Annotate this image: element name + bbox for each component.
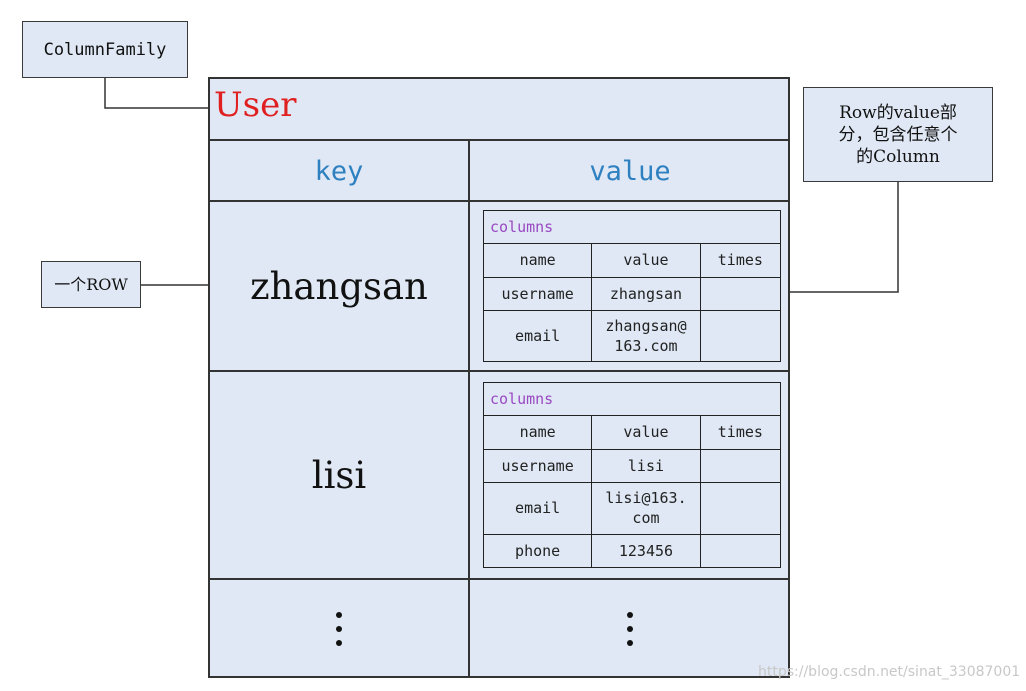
- column-name: username: [484, 448, 593, 483]
- watermark: https://blog.csdn.net/sinat_33087001: [758, 664, 1021, 680]
- row-key: zhangsan: [250, 264, 428, 308]
- table-title: User: [214, 85, 297, 125]
- column-row: phone 123456: [484, 533, 780, 567]
- column-divider: [468, 139, 470, 676]
- col-header-value: value: [591, 244, 701, 278]
- col-header-times: times: [699, 416, 780, 450]
- column-row: email lisi@163. com: [484, 481, 780, 535]
- column-times: [699, 276, 780, 311]
- column-value: zhangsan: [591, 276, 701, 311]
- column-value: zhangsan@ 163.com: [591, 309, 701, 361]
- divider: [210, 200, 788, 202]
- column-times: [699, 448, 780, 483]
- user-table: User key value zhangsan columns name val…: [208, 77, 790, 678]
- value-header: value: [589, 155, 671, 187]
- columns-table: name value times username lisi email lis…: [484, 416, 780, 567]
- columns-label: columns: [484, 383, 780, 416]
- column-row: username lisi: [484, 448, 780, 483]
- columnfamily-callout-text: ColumnFamily: [43, 39, 167, 60]
- more-values-ellipsis: [470, 579, 790, 678]
- columns-table: name value times username zhangsan email…: [484, 244, 780, 361]
- row-callout: 一个ROW: [41, 261, 141, 308]
- key-header: key: [314, 155, 364, 187]
- column-name: phone: [484, 533, 593, 567]
- col-header-name: name: [484, 416, 593, 450]
- col-header-value: value: [591, 416, 701, 450]
- row-value-callout-text: Row的value部 分，包含任意个 的Column: [838, 102, 958, 167]
- divider: [210, 370, 788, 372]
- column-value: lisi: [591, 448, 701, 483]
- row-value-connector: [780, 182, 899, 293]
- more-rows-ellipsis: [210, 579, 468, 678]
- columnfamily-connector: [104, 78, 208, 109]
- columnfamily-callout: ColumnFamily: [22, 21, 188, 78]
- row-callout-text: 一个ROW: [54, 274, 128, 294]
- column-name: email: [484, 481, 593, 535]
- column-value: 123456: [591, 533, 701, 567]
- column-name: email: [484, 309, 593, 361]
- column-row: email zhangsan@ 163.com: [484, 309, 780, 361]
- divider: [210, 578, 788, 580]
- columns-header-row: name value times: [484, 416, 780, 450]
- row-value-callout: Row的value部 分，包含任意个 的Column: [803, 87, 993, 182]
- col-header-name: name: [484, 244, 593, 278]
- columns-header-row: name value times: [484, 244, 780, 278]
- columns-box: columns name value times username lisi e…: [483, 382, 781, 568]
- divider: [210, 139, 788, 141]
- columns-label: columns: [484, 211, 780, 244]
- columns-box: columns name value times username zhangs…: [483, 210, 781, 362]
- column-times: [699, 481, 780, 535]
- column-value: lisi@163. com: [591, 481, 701, 535]
- column-row: username zhangsan: [484, 276, 780, 311]
- column-times: [699, 309, 780, 361]
- col-header-times: times: [699, 244, 780, 278]
- column-times: [699, 533, 780, 567]
- row-key: lisi: [311, 453, 367, 497]
- column-name: username: [484, 276, 593, 311]
